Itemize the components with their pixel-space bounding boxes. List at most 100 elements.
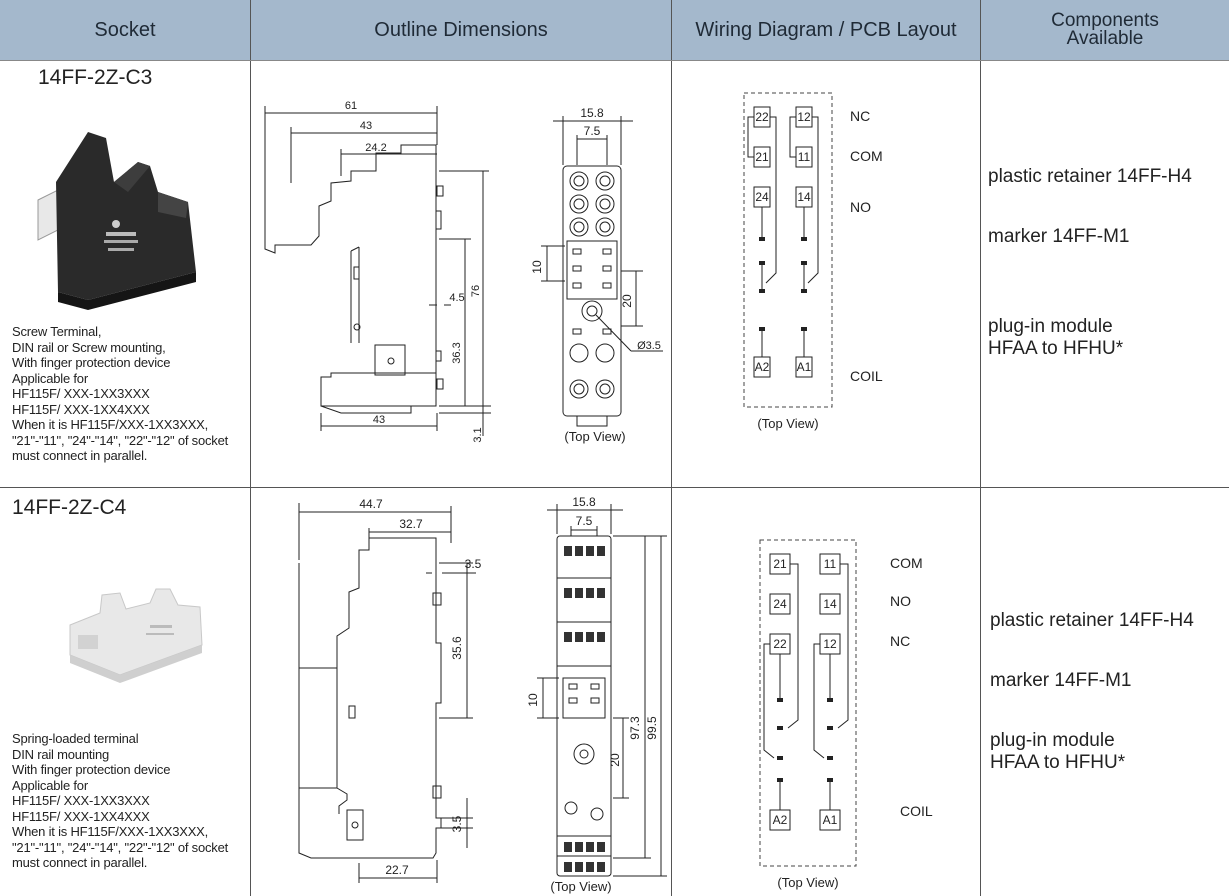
component-module: plug-in module — [990, 730, 1115, 751]
pin-label: 11 — [824, 557, 837, 571]
dim-label: 22.7 — [385, 863, 409, 877]
dim-label: 97.3 — [628, 716, 642, 740]
socket-description: Screw Terminal, DIN rail or Screw mounti… — [12, 324, 228, 464]
desc-line: DIN rail or Screw mounting, — [12, 339, 166, 355]
header-wiring: Wiring Diagram / PCB Layout — [672, 0, 980, 60]
terminal-label: COM — [850, 148, 883, 164]
desc-line: Applicable for — [12, 370, 88, 386]
dim-label: 35.6 — [450, 636, 464, 660]
pin-label: 22 — [773, 637, 787, 651]
component-marker: marker 14FF-M1 — [990, 670, 1132, 691]
dim-label: 3.5 — [465, 557, 482, 571]
desc-line: must connect in parallel. — [12, 855, 148, 870]
outline-drawing: 44.7 32.7 3.5 35.6 3.5 22.7 — [298, 495, 667, 894]
divider — [671, 0, 672, 896]
header-components-line2: Available — [1066, 28, 1144, 49]
wiring-diagram: 21 11 24 14 22 12 A2 A1 COM NO NC COIL (… — [759, 539, 933, 890]
dim-label: 3.5 — [450, 815, 464, 832]
desc-line: Spring-loaded terminal — [12, 731, 139, 746]
component-marker: marker 14FF-M1 — [988, 226, 1130, 247]
pin-label: 21 — [773, 557, 787, 571]
desc-line: When it is HF115F/XXX-1XX3XXX, — [12, 824, 209, 839]
dim-label: 10 — [530, 260, 544, 274]
header-wiring-label: Wiring Diagram / PCB Layout — [695, 19, 957, 41]
pin-label: 12 — [823, 637, 837, 651]
desc-line: HF115F/ XXX-1XX3XXX — [12, 793, 150, 808]
header-socket-label: Socket — [94, 19, 156, 41]
pin-label: 24 — [773, 597, 787, 611]
dim-label: 10 — [526, 693, 540, 707]
desc-line: When it is HF115F/XXX-1XX3XXX, — [12, 417, 209, 432]
pin-label: A1 — [823, 813, 838, 827]
socket-model: 14FF-2Z-C4 — [12, 496, 127, 519]
top-view-label: (Top View) — [550, 879, 611, 894]
pin-label: 14 — [797, 190, 811, 204]
dim-label: 15.8 — [572, 495, 596, 509]
terminal-label: COM — [890, 555, 923, 571]
dim-label: 43 — [373, 414, 385, 426]
dim-label: 61 — [345, 100, 357, 112]
component-module-range: HFAA to HFHU* — [988, 338, 1124, 359]
dim-label: 36.3 — [451, 342, 463, 363]
header-outline-label: Outline Dimensions — [374, 19, 548, 41]
socket-description: Spring-loaded terminal DIN rail mounting… — [12, 731, 228, 871]
pin-label: 24 — [755, 190, 769, 204]
desc-line: With finger protection device — [12, 355, 171, 370]
terminal-label: NC — [890, 633, 910, 649]
top-view-label: (Top View) — [757, 416, 818, 431]
dim-label: 44.7 — [359, 497, 383, 511]
desc-line: Screw Terminal, — [12, 324, 102, 339]
terminal-label: NC — [850, 108, 870, 124]
terminal-label: COIL — [900, 803, 933, 819]
header-outline: Outline Dimensions — [251, 0, 671, 60]
top-view-label: (Top View) — [777, 875, 838, 890]
dim-label: 7.5 — [584, 124, 601, 138]
component-module: plug-in module — [988, 316, 1113, 337]
socket-photo — [37, 132, 196, 310]
pin-label: 21 — [755, 150, 769, 164]
dim-label: 4.5 — [449, 292, 464, 304]
socket-model: 14FF-2Z-C3 — [38, 66, 153, 89]
terminal-label: NO — [850, 199, 871, 215]
pin-label: 22 — [755, 110, 769, 124]
dim-label: 24.2 — [365, 142, 386, 154]
component-module-range: HFAA to HFHU* — [990, 752, 1126, 773]
desc-line: DIN rail mounting — [12, 746, 110, 762]
terminal-label: NO — [890, 593, 911, 609]
wiring-diagram: 22 12 21 11 24 14 A2 A1 NC COM NO COIL (… — [743, 92, 883, 431]
pin-label: A1 — [797, 360, 812, 374]
component-retainer: plastic retainer 14FF-H4 — [988, 166, 1192, 187]
header-divider — [0, 60, 1229, 61]
header-components: Components Available — [981, 0, 1229, 60]
top-view-label: (Top View) — [564, 429, 625, 444]
desc-line: With finger protection device — [12, 762, 171, 777]
header-socket: Socket — [0, 0, 250, 60]
desc-line: must connect in parallel. — [12, 448, 148, 463]
dim-label: 7.5 — [576, 514, 593, 528]
socket-photo — [69, 588, 203, 683]
dim-label: 32.7 — [399, 517, 423, 531]
dim-label: Ø3.5 — [637, 340, 661, 352]
pin-label: 14 — [823, 597, 837, 611]
pin-label: 11 — [798, 150, 811, 164]
dim-label: 99.5 — [645, 716, 659, 740]
dim-label: 76 — [470, 285, 482, 297]
desc-line: "21"-"11", "24"-"14", "22"-"12" of socke… — [12, 432, 229, 448]
terminal-label: COIL — [850, 368, 883, 384]
pin-label: 12 — [797, 110, 811, 124]
dim-label: 15.8 — [580, 106, 604, 120]
outline-drawing: 61 43 24.2 4.5 36.3 76 43 3.1 — [264, 100, 663, 444]
pin-label: A2 — [755, 360, 770, 374]
pin-label: A2 — [773, 813, 788, 827]
desc-line: HF115F/ XXX-1XX4XXX — [12, 808, 150, 824]
row-divider — [0, 487, 1229, 488]
dim-label: 43 — [360, 120, 372, 132]
dim-label: 3.1 — [472, 427, 484, 442]
desc-line: HF115F/ XXX-1XX4XXX — [12, 401, 150, 417]
divider — [980, 0, 981, 896]
divider — [250, 0, 251, 896]
dim-label: 20 — [608, 753, 622, 767]
desc-line: HF115F/ XXX-1XX3XXX — [12, 386, 150, 401]
component-retainer: plastic retainer 14FF-H4 — [990, 610, 1194, 631]
